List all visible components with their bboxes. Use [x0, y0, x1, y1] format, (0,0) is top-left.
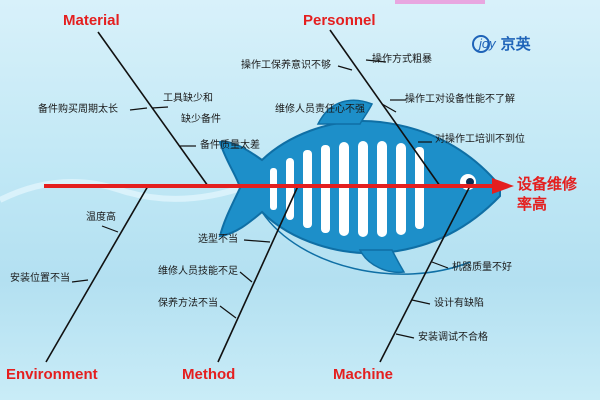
- fish-rib: [321, 145, 330, 233]
- cause-personnel-2: 操作方式粗暴: [372, 54, 432, 65]
- tick: [411, 299, 431, 305]
- category-personnel: Personnel: [303, 12, 376, 29]
- cause-ticks: [71, 59, 449, 339]
- tick: [243, 239, 271, 243]
- tick: [395, 333, 415, 339]
- fish-belly-curve: [261, 211, 471, 275]
- cause-personnel-1: 操作工保养意识不够: [241, 60, 331, 71]
- category-machine: Machine: [333, 366, 394, 383]
- tick: [431, 261, 449, 269]
- tick: [365, 59, 387, 63]
- cause-material-3: 缺少备件: [181, 114, 221, 125]
- cause-machine-3: 安装调试不合格: [418, 332, 488, 343]
- fish-rib: [339, 142, 349, 236]
- cause-environment-2: 安装位置不当: [10, 273, 70, 284]
- tick: [337, 65, 353, 71]
- category-method: Method: [182, 366, 236, 383]
- tick: [219, 305, 237, 319]
- cause-material-4: 备件质量太差: [200, 140, 260, 151]
- effect-line-1: 设备维修: [517, 175, 578, 193]
- cause-environment-1: 温度高: [86, 212, 116, 223]
- bone-machine: [379, 185, 471, 363]
- cause-machine-2: 设计有缺陷: [434, 298, 484, 309]
- top-strip: [395, 0, 485, 4]
- effect-label: 设备维修 率高: [517, 174, 577, 214]
- tick: [71, 279, 89, 283]
- category-environment: Environment: [6, 366, 98, 383]
- fish-rib: [270, 168, 277, 210]
- fish-ribs: [270, 141, 424, 237]
- cause-method-2: 维修人员技能不足: [158, 266, 238, 277]
- tick: [101, 225, 119, 233]
- cause-method-3: 保养方法不当: [158, 298, 218, 309]
- bone-personnel: [329, 29, 441, 187]
- wave-decoration: [0, 179, 252, 203]
- fish-rib: [358, 141, 368, 237]
- logo-ring-icon: [472, 34, 490, 53]
- logo-cn: 京英: [500, 35, 531, 53]
- fish-rib: [286, 158, 294, 220]
- category-material: Material: [63, 12, 120, 29]
- cause-material-1: 备件购买周期太长: [38, 104, 118, 115]
- joy-logo: joy 京英: [472, 33, 531, 54]
- fish-rib: [377, 141, 387, 237]
- cause-personnel-5: 对操作工培训不到位: [435, 134, 525, 145]
- cause-method-1: 选型不当: [198, 234, 238, 245]
- cause-material-2: 工具缺少和: [163, 93, 213, 104]
- logo-latin: joy: [479, 36, 496, 51]
- fish-dorsal-fin: [316, 99, 374, 125]
- fish-bottom-fin: [358, 249, 406, 274]
- tick: [151, 106, 169, 109]
- bone-method: [217, 185, 299, 363]
- fish-rib: [396, 143, 406, 235]
- effect-line-2: 率高: [517, 195, 548, 213]
- bone-environment: [45, 185, 149, 363]
- cause-personnel-3: 维修人员责任心不强: [275, 104, 365, 115]
- fish-rib: [303, 150, 312, 228]
- tick: [239, 271, 253, 283]
- cause-machine-1: 机器质量不好: [452, 262, 512, 273]
- cause-personnel-4: 操作工对设备性能不了解: [405, 94, 515, 105]
- cause-bones: [45, 29, 471, 363]
- tick: [381, 103, 397, 113]
- spine-arrowhead: [492, 178, 514, 194]
- tick: [129, 107, 148, 111]
- bone-material: [97, 31, 209, 187]
